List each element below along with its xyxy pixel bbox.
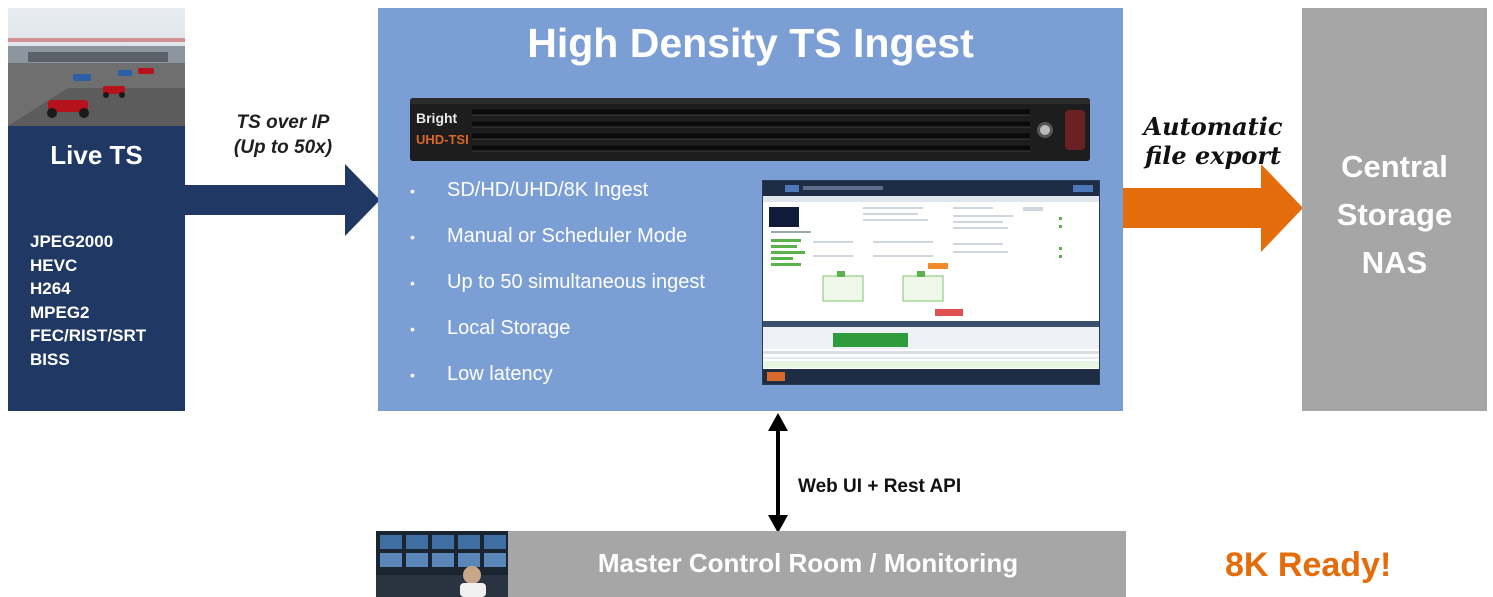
api-double-arrow: [768, 413, 788, 533]
central-storage-box: [1302, 8, 1487, 411]
export-arrow: [1123, 164, 1303, 252]
web-ui-screenshot: [762, 180, 1100, 385]
storage-line2: Storage: [1336, 197, 1453, 232]
codec-item: JPEG2000: [30, 232, 114, 251]
control-room-bar: [508, 531, 1126, 597]
codec-list: JPEG2000 HEVC H264 MPEG2 FEC/RIST/SRT BI…: [30, 230, 146, 371]
web-ui-rest-api-label: Web UI + Rest API: [798, 476, 962, 497]
central-storage-label: Central Storage NAS: [1302, 143, 1487, 287]
feature-item: •Low latency: [410, 363, 553, 385]
ingest-title: High Density TS Ingest: [527, 20, 974, 66]
automatic-export-line1: Automatic: [1143, 112, 1283, 141]
8k-ready-label: 8K Ready!: [1225, 546, 1392, 584]
ts-over-ip-line1: TS over IP: [236, 112, 330, 133]
live-ts-title: Live TS: [50, 140, 143, 170]
storage-line1: Central: [1341, 149, 1448, 184]
codec-item: MPEG2: [30, 302, 90, 322]
race-photo: [8, 8, 185, 126]
automatic-export-label: Automatic file export: [1128, 112, 1298, 170]
storage-line3: NAS: [1361, 245, 1428, 280]
codec-item: HEVC: [30, 255, 78, 275]
server-brand-model: UHD-TSI: [416, 132, 469, 147]
input-arrow: [185, 164, 380, 236]
codec-item: BISS: [30, 349, 70, 369]
automatic-export-line2: file export: [1144, 141, 1282, 170]
codec-item: FEC/RIST/SRT: [30, 326, 147, 345]
server-chassis: [410, 98, 1090, 161]
control-room-label: Master Control Room / Monitoring: [597, 548, 1019, 578]
ts-over-ip-label: TS over IP (Up to 50x): [188, 110, 378, 160]
ts-over-ip-line2: (Up to 50x): [233, 137, 333, 158]
feature-item: •SD/HD/UHD/8K Ingest: [410, 179, 649, 201]
feature-item: •Up to 50 simultaneous ingest: [410, 271, 705, 293]
feature-item: •Manual or Scheduler Mode: [410, 225, 688, 247]
feature-item: •Local Storage: [410, 317, 571, 339]
server-brand-logo: Bright: [416, 110, 458, 126]
control-room-photo: [376, 531, 508, 597]
feature-list: •SD/HD/UHD/8K Ingest •Manual or Schedule…: [410, 176, 705, 406]
codec-item: H264: [30, 279, 71, 298]
